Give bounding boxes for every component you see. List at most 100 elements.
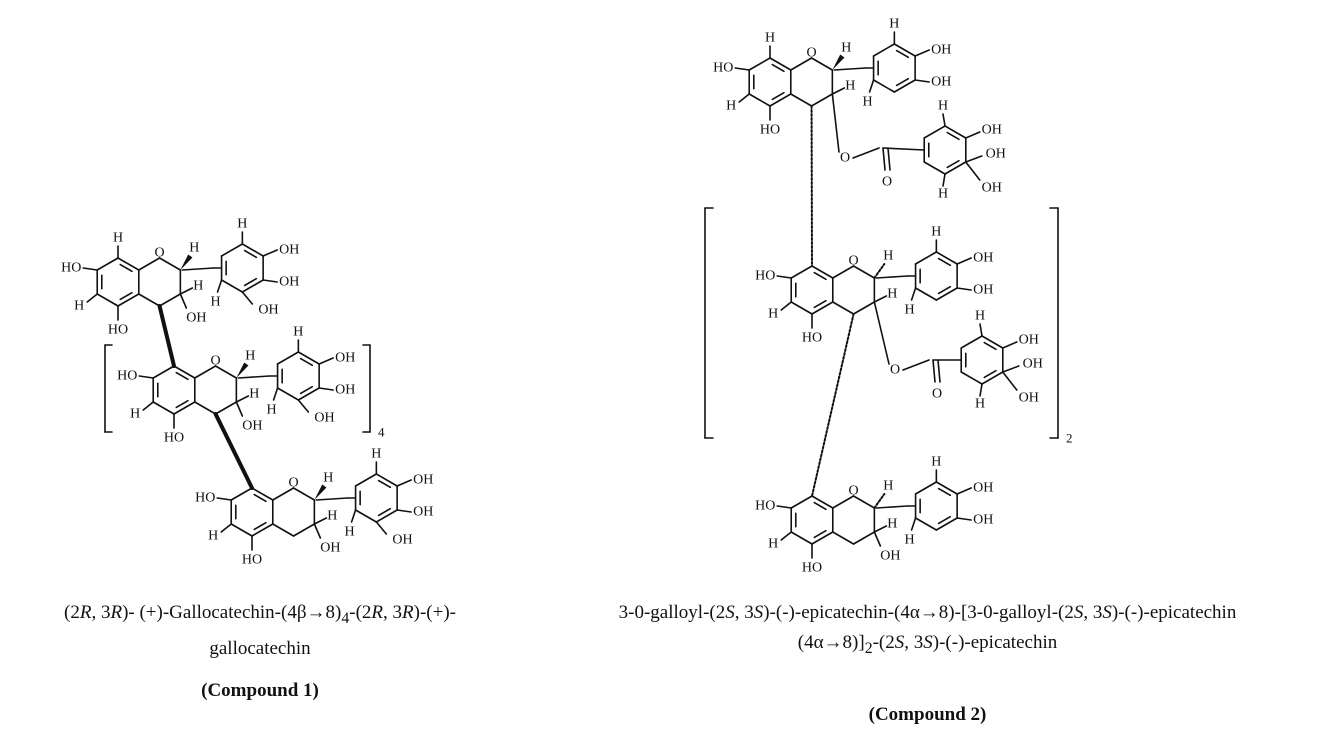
c-ring-bond <box>812 94 833 106</box>
hydrogen-atom: H <box>938 187 948 202</box>
oxygen-atom: O <box>849 484 859 499</box>
oh-bond <box>957 518 971 520</box>
a-ring-bond <box>174 402 195 414</box>
hydrogen-atom: H <box>726 99 736 114</box>
c3-h-bond <box>874 526 886 532</box>
b-ring-bond <box>298 388 319 400</box>
h-bond <box>274 388 278 400</box>
a-ring-bond <box>770 58 791 70</box>
hydrogen-atom: H <box>293 325 303 340</box>
b-ring-bond <box>916 288 937 300</box>
hydrogen-atom: H <box>327 509 337 524</box>
h-bond <box>221 524 231 532</box>
b-ring-bond <box>222 244 243 256</box>
a-ring-bond <box>252 524 273 536</box>
b-ring-hydroxyl: OH <box>931 75 951 90</box>
hydrogen-atom: H <box>130 407 140 422</box>
a-ring-bond <box>118 258 139 270</box>
c-ring-bond <box>833 302 854 314</box>
galloyl-ring-bond <box>945 162 966 174</box>
a-ring-bond <box>231 488 252 500</box>
b-ring-bond <box>916 252 937 264</box>
c3-oh-bond <box>874 532 880 546</box>
oh-bond <box>263 250 277 256</box>
c-ring-bond <box>216 402 237 414</box>
a-ring-bond <box>231 524 252 536</box>
h-bond <box>943 114 945 126</box>
oh-bond <box>957 258 971 264</box>
h-bond <box>912 518 916 530</box>
b-ring-bond <box>894 80 915 92</box>
hydrogen-atom: H <box>889 17 899 32</box>
a-ring-hydroxyl: HO <box>164 431 184 446</box>
hydrogen-atom: H <box>245 349 255 364</box>
c-ring-bond <box>833 532 854 544</box>
c3-h-bond <box>236 396 248 402</box>
hydrogen-atom: H <box>74 299 84 314</box>
b-ring-bond <box>936 288 957 300</box>
c2-h-bond <box>236 362 248 378</box>
carbonyl-oxygen: O <box>882 175 892 190</box>
compound1-label: (Compound 1) <box>0 680 520 702</box>
a-ring-bond <box>252 488 273 500</box>
b-ring-bond <box>356 510 377 522</box>
oxygen-atom: O <box>807 46 817 61</box>
oh-bond <box>263 280 277 282</box>
b-ring-bond <box>222 280 243 292</box>
hydrogen-atom: H <box>345 525 355 540</box>
c2-b-bond <box>238 376 269 378</box>
a-ring-bond <box>791 266 812 278</box>
b-ring-bond <box>298 352 319 364</box>
c-ring-bond <box>139 294 160 306</box>
h-bond <box>739 94 749 102</box>
a-ring-bond <box>153 366 174 378</box>
c2-h-bond <box>874 264 884 278</box>
galloyl-ring-bond <box>961 372 982 384</box>
compound2-label: (Compound 2) <box>530 704 1325 726</box>
hydrogen-atom: H <box>975 397 985 412</box>
galloyl-ring-bond <box>982 336 1003 348</box>
hydrogen-atom: H <box>938 99 948 114</box>
a-ring-bond <box>153 402 174 414</box>
interflavan-bond <box>160 306 174 366</box>
a-ring-hydroxyl: HO <box>755 499 775 514</box>
c2-h-bond <box>180 254 192 270</box>
oh-bond <box>777 276 791 278</box>
ester-oxygen: O <box>840 151 850 166</box>
a-ring-hydroxyl: HO <box>760 123 780 138</box>
c2-b-bond <box>876 506 907 508</box>
hydrogen-atom: H <box>193 279 203 294</box>
c3-oh-bond <box>236 402 242 416</box>
c-ring-bond <box>854 302 875 314</box>
galloyl-ring-bond <box>945 126 966 138</box>
h-bond <box>943 174 945 186</box>
ester-bond <box>883 148 924 150</box>
a-ring-bond <box>812 496 833 508</box>
galloyl-hydroxyl: OH <box>1023 357 1043 372</box>
oh-bond <box>957 488 971 494</box>
ester-bond <box>874 302 889 364</box>
h-bond <box>912 288 916 300</box>
galloyl-ring-bond <box>982 372 1003 384</box>
bracket-subscript: 4 <box>378 425 385 440</box>
oh-bond <box>319 388 333 390</box>
ester-bond <box>853 148 879 158</box>
oh-bond <box>1003 366 1019 372</box>
h-bond <box>352 510 356 522</box>
carbonyl-bond <box>888 148 890 170</box>
b-ring-bond <box>278 352 299 364</box>
oh-bond <box>777 506 791 508</box>
a-ring-bond <box>749 94 770 106</box>
a-ring-hydroxyl: HO <box>802 331 822 346</box>
a-ring-hydroxyl: HO <box>117 369 137 384</box>
galloyl-hydroxyl: OH <box>1019 391 1039 406</box>
c3-h-bond <box>832 88 844 94</box>
oxygen-atom: O <box>849 254 859 269</box>
galloyl-ring-bond <box>961 336 982 348</box>
oh-bond <box>735 68 749 70</box>
hydrogen-atom: H <box>211 295 221 310</box>
b-ring-hydroxyl: OH <box>335 383 355 398</box>
hydrogen-atom: H <box>905 533 915 548</box>
hydrogen-atom: H <box>905 303 915 318</box>
